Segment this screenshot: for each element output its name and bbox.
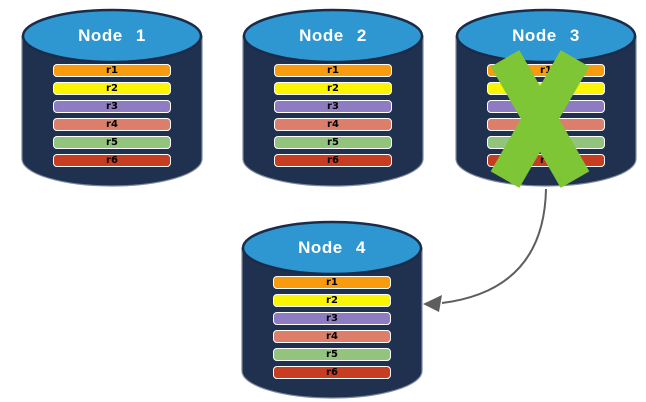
node-label: Node 4 bbox=[298, 238, 366, 257]
replica-row-label: r1 bbox=[326, 276, 338, 288]
replica-row-label: r6 bbox=[106, 154, 118, 166]
replica-row-r3: r3 bbox=[274, 100, 392, 113]
cylinder-top bbox=[241, 220, 423, 276]
replica-row-r1: r1 bbox=[273, 276, 391, 289]
replica-row-r5: r5 bbox=[53, 136, 171, 149]
replica-row-r5: r5 bbox=[274, 136, 392, 149]
replica-row-r2: r2 bbox=[274, 82, 392, 95]
replica-row-label: r2 bbox=[106, 82, 118, 94]
replica-row-r3: r3 bbox=[273, 312, 391, 325]
replica-row-label: r1 bbox=[327, 64, 339, 76]
replica-row-r2: r2 bbox=[53, 82, 171, 95]
cylinder-top bbox=[242, 8, 424, 64]
replica-row-label: r5 bbox=[106, 136, 118, 148]
node-2: Node 2 r1 r2 r3 r4 r5 r6 bbox=[242, 6, 424, 188]
replica-row-label: r3 bbox=[106, 100, 118, 112]
replica-row-label: r4 bbox=[106, 118, 118, 130]
replica-row-label: r1 bbox=[106, 64, 118, 76]
replica-row-label: r2 bbox=[327, 82, 339, 94]
replica-row-r6: r6 bbox=[274, 154, 392, 167]
replica-row-label: r6 bbox=[326, 366, 338, 378]
node-1: Node 1 r1 r2 r3 r4 r5 r6 bbox=[21, 6, 203, 188]
x-mark-icon bbox=[490, 50, 590, 188]
replica-rows: r1 r2 r3 r4 r5 r6 bbox=[273, 276, 391, 379]
replica-row-label: r4 bbox=[327, 118, 339, 130]
cylinder-top bbox=[455, 8, 637, 64]
node-label: Node 3 bbox=[512, 26, 580, 45]
node-label: Node 1 bbox=[78, 26, 146, 45]
node-4: Node 4 r1 r2 r3 r4 r5 r6 bbox=[241, 218, 423, 400]
replica-row-r4: r4 bbox=[53, 118, 171, 131]
cylinder-top bbox=[21, 8, 203, 64]
replica-row-r1: r1 bbox=[274, 64, 392, 77]
replica-row-label: r1 bbox=[540, 64, 552, 76]
replica-row-r4: r4 bbox=[273, 330, 391, 343]
replica-row-label: r5 bbox=[327, 136, 339, 148]
replica-row-label: r4 bbox=[326, 330, 338, 342]
replica-row-r6: r6 bbox=[273, 366, 391, 379]
replica-row-label: r3 bbox=[326, 312, 338, 324]
failover-arrow-line bbox=[441, 188, 547, 304]
failover-arrowhead-icon bbox=[423, 295, 442, 312]
replica-row-label: r6 bbox=[327, 154, 339, 166]
replica-row-r4: r4 bbox=[274, 118, 392, 131]
replica-row-label: r2 bbox=[326, 294, 338, 306]
replica-row-r2: r2 bbox=[273, 294, 391, 307]
replica-rows: r1 r2 r3 r4 r5 r6 bbox=[53, 64, 171, 167]
replica-row-r1: r1 bbox=[53, 64, 171, 77]
replica-row-r5: r5 bbox=[273, 348, 391, 361]
replica-row-label: r5 bbox=[326, 348, 338, 360]
replica-rows: r1 r2 r3 r4 r5 r6 bbox=[274, 64, 392, 167]
replica-row-r3: r3 bbox=[53, 100, 171, 113]
node-label: Node 2 bbox=[299, 26, 367, 45]
replica-row-label: r3 bbox=[327, 100, 339, 112]
replica-row-r6: r6 bbox=[53, 154, 171, 167]
